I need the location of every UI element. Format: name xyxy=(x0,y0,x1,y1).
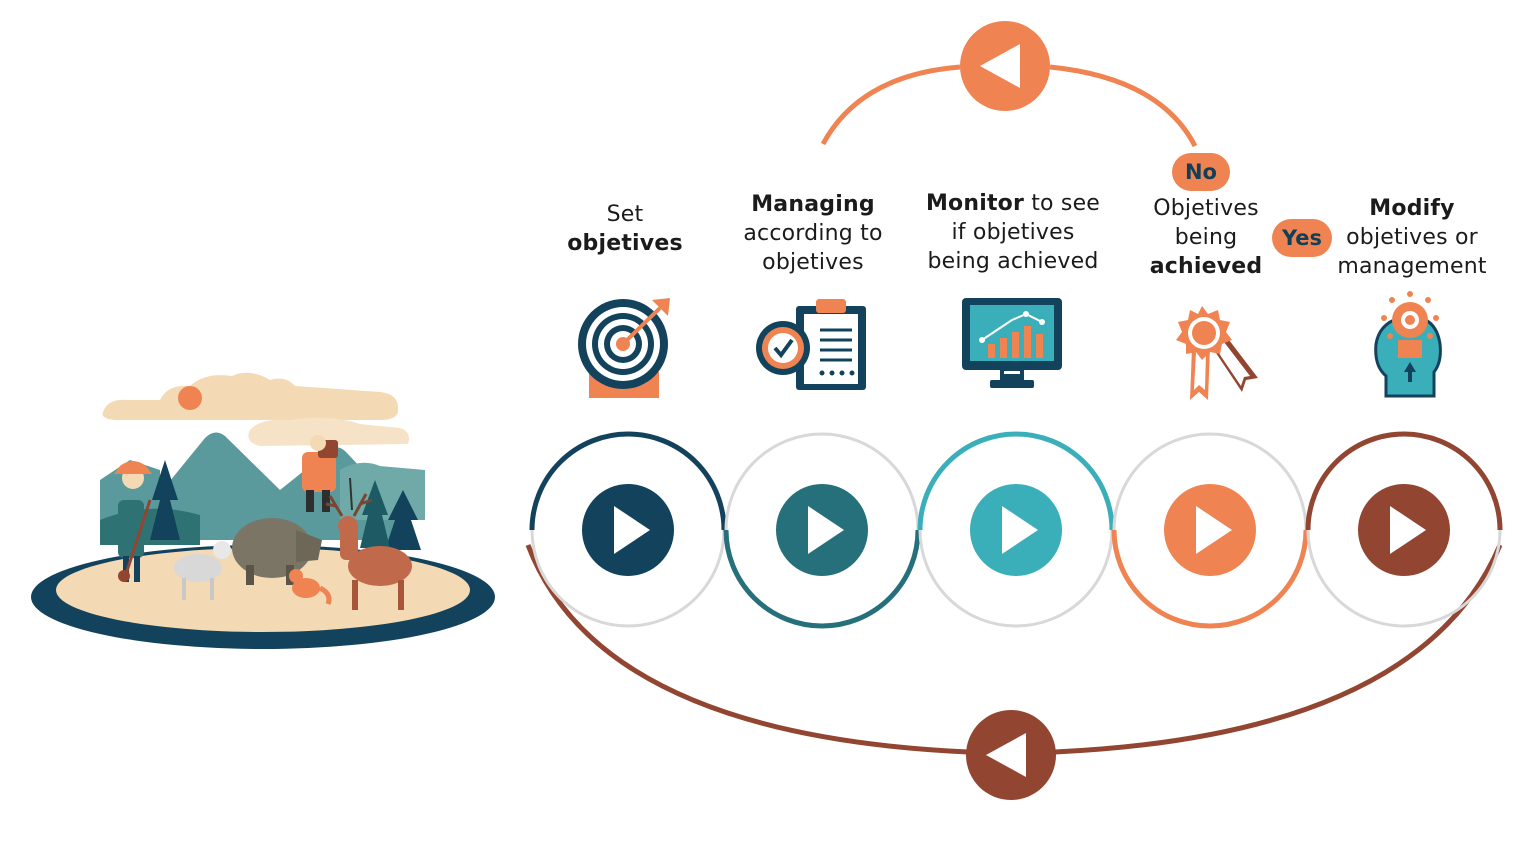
step-5-label: Modify objetives or management xyxy=(1320,194,1504,281)
step-2-label: Managing according to objetives xyxy=(722,190,904,277)
play-icon xyxy=(614,506,650,554)
step-1-play-button[interactable] xyxy=(582,484,674,576)
top-loop-arrow-button[interactable] xyxy=(960,21,1050,111)
target-icon xyxy=(578,298,670,398)
award-ribbon-icon xyxy=(1176,306,1258,400)
play-icon xyxy=(1196,506,1232,554)
step-3-play-button[interactable] xyxy=(970,484,1062,576)
step-1-line-1: Set xyxy=(606,202,644,227)
step-2-play-button[interactable] xyxy=(776,484,868,576)
step-4-label: Objetives being achieved xyxy=(1138,194,1274,281)
bottom-loop-arc-right xyxy=(1054,544,1503,755)
step-5-line-2: objetives or xyxy=(1346,225,1478,250)
top-loop-arc-left xyxy=(820,64,961,146)
step-2-line-3: objetives xyxy=(762,250,864,275)
wildlife-landscape-illustration xyxy=(31,372,495,649)
idea-head-icon xyxy=(1374,291,1442,398)
play-icon xyxy=(1002,506,1038,554)
step-3-line-2: if objetives xyxy=(951,220,1075,245)
step-3-bold-word: Monitor xyxy=(925,191,1025,216)
step-2-line-2: according to xyxy=(743,221,883,246)
step-3-label: Monitor to see if objetives being achiev… xyxy=(910,189,1116,276)
step-4-line-1: Objetives xyxy=(1153,196,1259,221)
step-4-play-button[interactable] xyxy=(1164,484,1256,576)
top-loop-arc-right xyxy=(1049,64,1198,148)
bottom-loop-arrow-button[interactable] xyxy=(966,710,1056,800)
clipboard-check-icon xyxy=(756,299,866,390)
decision-no-badge: No xyxy=(1172,153,1230,191)
step-3-line-1: Monitor to see xyxy=(910,189,1116,218)
step-1-line-2: objetives xyxy=(567,231,683,256)
step-1-label: Set objetives xyxy=(540,200,710,258)
step-5-line-1: Modify xyxy=(1369,196,1455,221)
play-icon xyxy=(808,506,844,554)
play-icon xyxy=(1390,506,1426,554)
play-left-icon xyxy=(986,733,1026,777)
step-2-line-1: Managing xyxy=(751,192,875,217)
step-4-line-3: achieved xyxy=(1149,254,1263,279)
step-3-line-3: being achieved xyxy=(927,249,1099,274)
decision-yes-badge: Yes xyxy=(1272,219,1332,257)
step-4-line-2: being xyxy=(1174,225,1238,250)
bottom-loop-arc-left xyxy=(525,544,969,755)
step-5-line-3: management xyxy=(1337,254,1487,279)
monitor-chart-icon xyxy=(962,298,1062,388)
step-rings xyxy=(529,431,1503,629)
step-3-line-1-rest: to see xyxy=(1024,191,1101,216)
step-5-play-button[interactable] xyxy=(1358,484,1450,576)
play-left-icon xyxy=(980,44,1020,88)
